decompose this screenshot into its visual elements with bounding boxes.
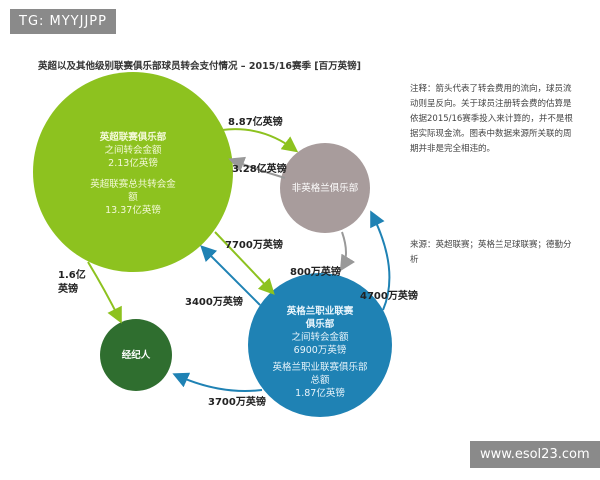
efl-total-label-2: 总额 (310, 375, 330, 386)
flow-non-to-efl: 800万英镑 (290, 267, 341, 278)
flow-efl-to-pl: 3400万英镑 (185, 297, 243, 308)
arrow-efl-to-agent (172, 372, 263, 392)
note-text: 注释：箭头代表了转会费用的流向，球员流动则呈反向。关于球员注册转会费的估算是依据… (410, 84, 573, 154)
flow-pl-to-agent-unit: 英镑 (58, 284, 78, 295)
non-english-circle (280, 143, 370, 233)
arrow-efl-to-pl (200, 245, 261, 306)
flow-non-to-pl: 3.28亿英镑 (232, 164, 287, 175)
source-text: 来源：英超联赛；英格兰足球联赛；德勤分析 (410, 240, 572, 265)
arrow-pl-to-non (221, 128, 299, 153)
arrow-pl-to-agent (87, 261, 122, 324)
efl-value: 6900万英镑 (293, 345, 347, 356)
flow-pl-to-non: 8.87亿英镑 (228, 117, 283, 128)
flow-efl-to-agent: 3700万英镑 (208, 397, 266, 408)
premier-league-node: 英超联赛俱乐部 之间转会金额 2.13亿英镑 英超联赛总共转会金 额 13.37… (63, 131, 203, 217)
agent-circle (100, 319, 172, 391)
flow-efl-to-non: 4700万英镑 (360, 291, 418, 302)
arrow-non-to-efl (339, 231, 356, 272)
premier-total-label: 英超联赛总共转会金 (90, 179, 176, 190)
efl-name: 英格兰职业联赛 (286, 306, 354, 317)
agent-name: 经纪人 (121, 350, 151, 361)
flow-pl-to-agent: 1.6亿 (58, 270, 86, 281)
efl-node: 英格兰职业联赛 俱乐部 之间转会金额 6900万英镑 英格兰职业联赛俱乐部 总额… (255, 305, 385, 400)
efl-total-value: 1.87亿英镑 (295, 388, 345, 399)
efl-name-2: 俱乐部 (305, 319, 335, 330)
watermark-bottom: www.esol23.com (470, 441, 600, 468)
arrow-non-to-pl (228, 156, 286, 179)
premier-label: 之间转会金额 (104, 145, 162, 156)
premier-league-circle (33, 72, 233, 272)
chart-title: 英超以及其他级别联赛俱乐部球员转会支付情况 – 2015/16赛季 [百万英镑] (38, 61, 361, 72)
arrow-efl-to-non (370, 210, 391, 311)
efl-label: 之间转会金额 (291, 332, 349, 343)
premier-total-label-2: 额 (128, 192, 138, 203)
arrow-pl-to-efl (214, 231, 275, 295)
watermark-top: TG: MYYJJPP (10, 9, 116, 34)
flow-pl-to-efl: 7700万英镑 (225, 240, 283, 251)
premier-value: 2.13亿英镑 (108, 158, 158, 169)
efl-circle (248, 273, 392, 417)
premier-total-value: 13.37亿英镑 (105, 205, 161, 216)
non-english-name: 非英格兰俱乐部 (291, 183, 359, 194)
efl-total-label: 英格兰职业联赛俱乐部 (272, 362, 368, 373)
premier-name: 英超联赛俱乐部 (99, 132, 167, 143)
